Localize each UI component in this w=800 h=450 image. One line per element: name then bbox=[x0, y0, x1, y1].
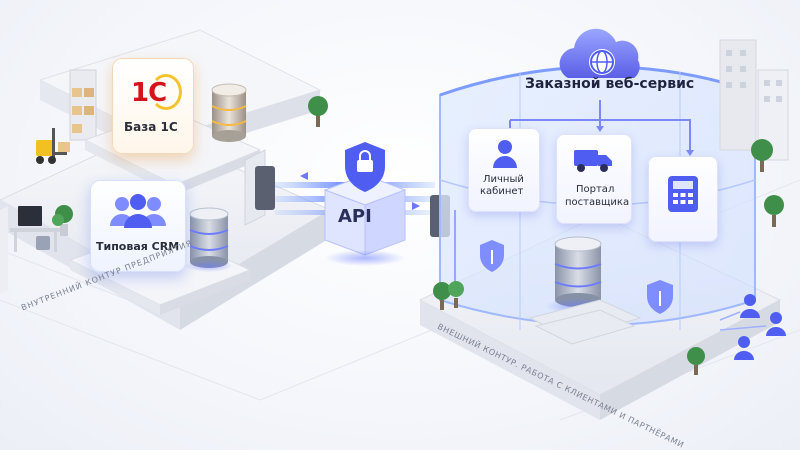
warehouse-shelves bbox=[69, 69, 97, 141]
database-1c-icon bbox=[211, 83, 247, 142]
web-service-title: Заказной веб-сервис bbox=[525, 76, 695, 92]
city-buildings bbox=[719, 39, 789, 161]
service-card-supplier bbox=[556, 134, 632, 224]
entrance-stairs bbox=[528, 299, 642, 345]
database-1c-label: База 1С bbox=[124, 120, 178, 134]
tree-icon bbox=[433, 139, 784, 375]
api-label: API bbox=[338, 206, 372, 227]
crm-label: Типовая CRM bbox=[96, 240, 180, 253]
tree-icon bbox=[308, 96, 328, 127]
database-crm-icon bbox=[185, 207, 233, 272]
forklift-icon bbox=[36, 128, 70, 164]
database-1c-card bbox=[112, 58, 194, 154]
office-desk-icon bbox=[10, 206, 60, 252]
service-card-account-line1: Личный bbox=[483, 174, 524, 185]
users-icon bbox=[110, 194, 166, 228]
service-card-supplier-line1: Портал bbox=[576, 184, 615, 195]
shield-icon bbox=[480, 240, 504, 272]
connector-left bbox=[244, 149, 275, 226]
user-links bbox=[719, 311, 767, 331]
logo-1c: 1С bbox=[131, 78, 167, 108]
cloud-globe-icon bbox=[559, 28, 640, 78]
plant-icon bbox=[52, 205, 73, 236]
calculator-icon bbox=[668, 176, 698, 212]
logo-1c-ring bbox=[150, 74, 182, 110]
user-icon bbox=[493, 140, 517, 168]
users-group-icon bbox=[734, 294, 786, 360]
arrow-icon bbox=[300, 172, 420, 210]
service-card-account-line2: кабинет bbox=[480, 186, 524, 197]
service-card-supplier-line2: поставщика bbox=[565, 197, 630, 208]
shield-icon bbox=[647, 280, 673, 314]
shield-lock-icon bbox=[345, 142, 385, 192]
truck-icon bbox=[574, 150, 612, 172]
